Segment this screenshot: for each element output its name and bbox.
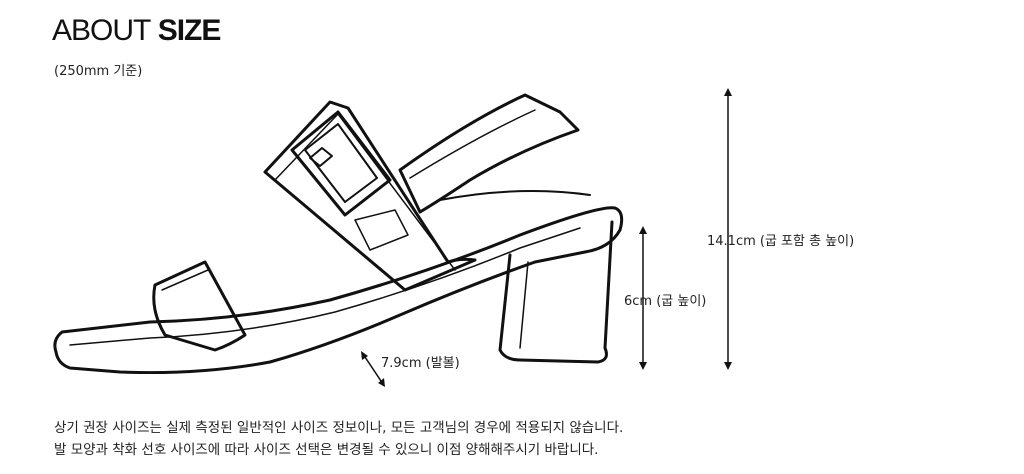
total-height-arrow-top	[724, 88, 732, 96]
buckle-frame	[290, 110, 392, 217]
foot-width-arrow-top	[361, 351, 368, 360]
footbed-inner	[69, 227, 581, 346]
foot-width-arrow-bottom	[378, 378, 385, 387]
size-basis-label: (250mm 기준)	[54, 64, 143, 79]
foot-width-label: 7.9cm (발볼)	[381, 356, 460, 371]
foot-width-arrow	[362, 353, 384, 385]
note-line-2: 발 모양과 착화 선호 사이즈에 따라 사이즈 선택은 변경될 수 있으니 이점…	[54, 442, 599, 458]
title-size: SIZE	[157, 14, 222, 47]
page-title: ABOUT SIZE	[52, 12, 222, 50]
back-strap-lower	[439, 190, 591, 201]
buckle-tab	[309, 147, 333, 167]
back-strap	[398, 93, 580, 214]
main-strap	[263, 100, 477, 292]
heel-front-edge	[519, 261, 529, 349]
back-strap-inner	[409, 109, 536, 179]
heel-height-arrow-bottom	[639, 362, 647, 370]
note-line-1: 상기 권장 사이즈는 실제 측정된 일반적인 사이즈 정보이나, 모든 고객님의…	[54, 420, 624, 436]
toe-strap	[152, 260, 247, 352]
buckle-inner	[304, 123, 378, 203]
heel-height-label: 6cm (굽 높이)	[624, 294, 707, 309]
toe-strap-inner	[161, 269, 209, 291]
sole-outline	[53, 206, 624, 375]
heel-height-arrow-top	[639, 226, 647, 234]
main-strap-edge	[274, 113, 456, 271]
total-height-arrow-bottom	[724, 362, 732, 370]
strap-end	[354, 209, 409, 251]
title-about: ABOUT	[52, 14, 151, 47]
total-height-label: 14.1cm (굽 포함 총 높이)	[707, 234, 855, 249]
heel-block	[498, 220, 614, 364]
